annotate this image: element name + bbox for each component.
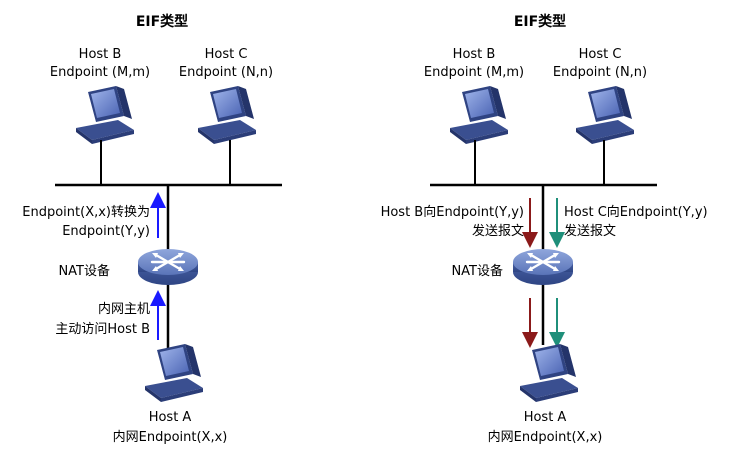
right-host-c-endpoint: Endpoint (N,n) — [553, 65, 647, 80]
right-title: EIF类型 — [514, 13, 566, 30]
left-host-b-endpoint: Endpoint (M,m) — [50, 65, 150, 80]
right-b-send-line2: 发送报文 — [472, 223, 524, 239]
left-title: EIF类型 — [136, 13, 188, 30]
right-host-b-computer-icon — [450, 86, 508, 144]
right-nat-router-icon — [511, 247, 575, 287]
left-panel: EIF类型 Host B Endpoint (M,m) Host C Endpo… — [22, 13, 282, 445]
right-host-a-endpoint: 内网Endpoint(X,x) — [488, 429, 603, 445]
left-translate-line2: Endpoint(Y,y) — [62, 224, 150, 239]
right-host-a-name: Host A — [524, 410, 567, 425]
right-panel: EIF类型 Host B Endpoint (M,m) Host C Endpo… — [381, 13, 708, 445]
right-b-send-line1: Host B向Endpoint(Y,y) — [381, 204, 524, 220]
left-translate-line1: Endpoint(X,x)转换为 — [22, 205, 150, 220]
right-c-send-line1: Host C向Endpoint(Y,y) — [564, 204, 708, 220]
left-host-a-endpoint: 内网Endpoint(X,x) — [113, 429, 228, 445]
left-nat-router-icon — [136, 247, 200, 287]
left-host-a-name: Host A — [149, 410, 192, 425]
right-host-b-name: Host B — [453, 47, 496, 62]
left-host-a-computer-icon — [145, 344, 203, 402]
left-host-c-endpoint: Endpoint (N,n) — [179, 65, 273, 80]
left-access-line1: 内网主机 — [98, 301, 150, 317]
right-nat-label: NAT设备 — [451, 263, 503, 279]
left-host-b-name: Host B — [79, 47, 122, 62]
left-host-b-computer-icon — [76, 86, 134, 144]
left-access-line2: 主动访问Host B — [55, 322, 150, 337]
right-c-send-line2: 发送报文 — [564, 223, 616, 239]
right-host-c-computer-icon — [576, 86, 634, 144]
right-host-c-name: Host C — [579, 47, 622, 62]
left-nat-label: NAT设备 — [58, 263, 110, 279]
left-host-c-name: Host C — [205, 47, 248, 62]
right-host-a-computer-icon — [520, 344, 578, 402]
left-host-c-computer-icon — [198, 86, 256, 144]
right-host-b-endpoint: Endpoint (M,m) — [424, 65, 524, 80]
